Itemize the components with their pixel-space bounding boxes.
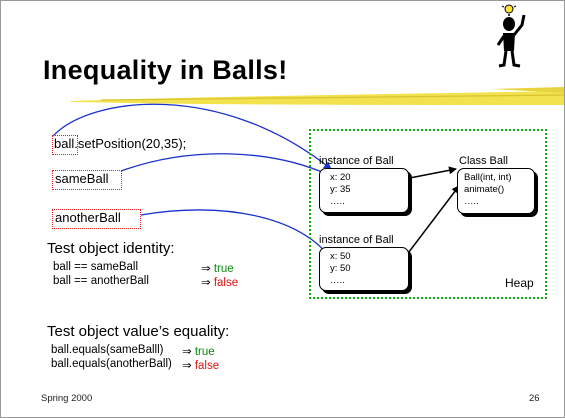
equality-line2-result: false	[194, 360, 220, 372]
instance2-caption: instance of Ball	[319, 234, 394, 246]
equality-line2-expr: ball.equals(anotherBall)	[51, 358, 172, 370]
instance2-x: x: 50	[330, 251, 351, 262]
slide-number: 26	[529, 393, 540, 404]
anotherball-variable: anotherBall	[55, 210, 121, 225]
identity-line1-expr: ball == sameBall	[53, 261, 139, 273]
sameball-variable-box	[52, 170, 122, 190]
footer-date: Spring 2000	[41, 393, 93, 404]
implies-arrow: ⇒	[182, 360, 192, 372]
set-position-call: .setPosition(20,35);	[74, 136, 187, 151]
slide-title: Inequality in Balls!	[43, 55, 288, 85]
instance2-object: x: 50 y: 50 …..	[319, 247, 409, 291]
title-underline-swoosh	[71, 87, 564, 105]
ball-variable: ball	[54, 136, 75, 151]
heap-label: Heap	[505, 276, 534, 290]
equality-heading: Test object value’s equality:	[47, 323, 230, 340]
instance1-more: …..	[330, 196, 345, 207]
equality-line1-expr: ball.equals(sameBalll)	[51, 344, 164, 356]
implies-arrow: ⇒	[201, 263, 211, 275]
class-more: …..	[464, 196, 479, 207]
implies-arrow: ⇒	[182, 346, 192, 358]
thinking-person-icon	[496, 4, 526, 68]
class-method: animate()	[464, 184, 505, 195]
identity-line1-result: true	[213, 263, 234, 275]
identity-line2-result: false	[213, 277, 239, 289]
class-caption: Class Ball	[459, 155, 508, 167]
instance1-caption: instance of Ball	[319, 155, 394, 167]
class-ball-object: Ball(int, int) animate() …..	[457, 168, 535, 214]
identity-line2-expr: ball == anotherBall	[53, 275, 149, 287]
instance2-more: …..	[330, 275, 345, 286]
instance2-y: y: 50	[330, 263, 351, 274]
instance1-y: y: 35	[330, 184, 351, 195]
identity-heading: Test object identity:	[47, 240, 175, 257]
anotherball-variable-box	[52, 209, 141, 229]
instance1-object: x: 20 y: 35 …..	[319, 168, 409, 213]
instance1-x: x: 20	[330, 172, 351, 183]
sameball-variable: sameBall	[55, 171, 109, 186]
implies-arrow: ⇒	[201, 277, 211, 289]
heap-region	[309, 129, 547, 299]
arrow-sameball-to-instance1	[120, 153, 330, 176]
ball-variable-box	[52, 135, 78, 155]
equality-line1-result: true	[194, 346, 215, 358]
class-constructor: Ball(int, int)	[464, 172, 512, 183]
